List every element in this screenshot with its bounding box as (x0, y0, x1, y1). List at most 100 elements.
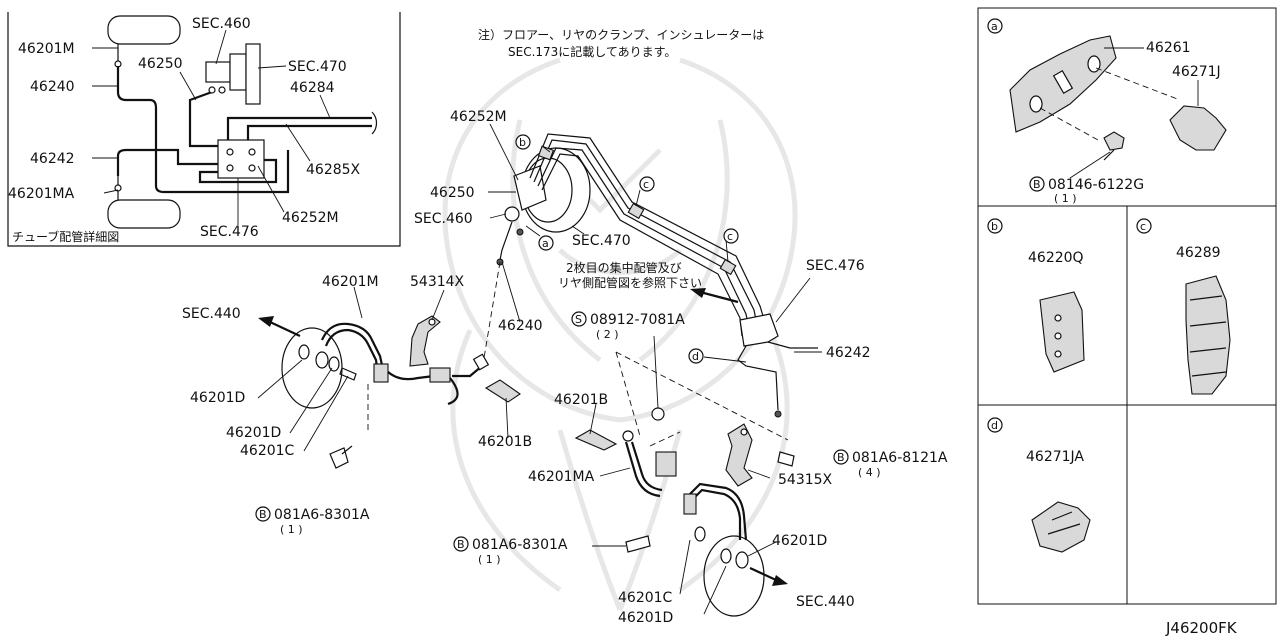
bolt-081A6-8121A (777, 451, 795, 467)
label-sec460: SEC.460 (414, 211, 473, 227)
note-line-1: 注）フロアー、リヤのクランプ、インシュレーターは (478, 27, 764, 42)
banjo-fitting-rear (735, 551, 749, 569)
marker-a-main (538, 235, 554, 251)
clip-46201B-b (574, 429, 618, 451)
inset-rear-wheel (107, 199, 181, 229)
grommet-46271J (1169, 105, 1227, 151)
label-46201M: 46201M (322, 274, 379, 290)
inset-label-46201M: 46201M (18, 41, 75, 57)
marker-c1-main (639, 176, 655, 192)
clamp-46289 (1185, 275, 1231, 395)
detail-panels: a 46261 46271J B 08146-6122G ( 1 ) b 462… (977, 7, 1277, 605)
detail-panel-b: b 46220Q (987, 218, 1085, 373)
inset-label-46284: 46284 (290, 80, 335, 96)
label-46201B-b: 46201B (554, 392, 608, 408)
svg-text:B: B (259, 508, 267, 521)
bolt-081A6-8301A-mid (625, 535, 651, 553)
marker-b-main (515, 134, 531, 150)
label-54315X: 54315X (778, 472, 833, 488)
label-sec440-right: SEC.440 (796, 594, 855, 610)
label-bolt-left: 081A6-8301A (274, 507, 370, 523)
svg-text:B: B (837, 451, 845, 464)
inset-label-sec470: SEC.470 (288, 59, 347, 75)
svg-text:a: a (542, 237, 549, 250)
label-46289: 46289 (1176, 245, 1221, 261)
inset-label-sec476: SEC.476 (200, 224, 259, 240)
label-46252M: 46252M (450, 109, 507, 125)
label-46220Q: 46220Q (1028, 250, 1084, 266)
label-08146-6122G: 08146-6122G (1048, 177, 1144, 193)
marker-d-main (688, 348, 704, 364)
inset-label-46242: 46242 (30, 151, 75, 167)
main-brake-assembly: 46252M 46250 SEC.460 SEC.470 SEC.476 462… (182, 109, 948, 626)
sec460-fitting (504, 206, 520, 222)
master-cylinder (513, 165, 547, 211)
label-46271J: 46271J (1172, 64, 1221, 80)
label-bolt-mid: 081A6-8301A (472, 537, 568, 553)
inset-label-46252M: 46252M (282, 210, 339, 226)
label-46271JA: 46271JA (1026, 449, 1084, 465)
label-sec476: SEC.476 (806, 258, 865, 274)
clip-46201B-a (484, 379, 521, 403)
label-46201B-a: 46201B (478, 434, 532, 450)
junction-block (739, 313, 779, 347)
inset-label-46250: 46250 (138, 56, 183, 72)
detail-panel-d: d 46271JA (987, 417, 1091, 553)
pipe-clip-b (537, 145, 555, 161)
label-46201MA: 46201MA (528, 469, 595, 485)
svg-text:b: b (519, 136, 526, 149)
label-sec470: SEC.470 (572, 233, 631, 249)
svg-text:a: a (991, 20, 998, 33)
svg-text:B: B (457, 538, 465, 551)
ref-note-line-2: リヤ側配管図を参照下さい (558, 275, 702, 290)
svg-text:d: d (991, 419, 998, 432)
pipe-clip-c1 (627, 202, 645, 220)
marker-B-right (833, 449, 849, 465)
label-46201C-a: 46201C (240, 443, 295, 459)
label-46201D-d: 46201D (772, 533, 827, 549)
svg-text:B: B (1033, 178, 1041, 191)
bracket-54314X (409, 315, 441, 367)
union-bolt-46201C (339, 367, 357, 381)
ref-note-line-1: 2枚目の集中配管及び (566, 260, 682, 275)
grommet-46271JA (1031, 501, 1091, 553)
front-hose-bracket-fitting (373, 363, 389, 383)
label-46261: 46261 (1146, 40, 1191, 56)
union-bolt-46201C-rear (694, 526, 706, 542)
rear-hose-joint (655, 451, 677, 477)
label-46201D-a: 46201D (190, 390, 245, 406)
inset-tube-detail: 46201M 46240 46242 46201MA SEC.460 46250… (7, 12, 401, 247)
svg-text:d: d (692, 350, 699, 363)
banjo-fitting-front (315, 351, 329, 369)
label-screw: 08912-7081A (590, 312, 685, 328)
svg-text:S: S (575, 313, 582, 326)
bracket-54315X (725, 423, 753, 487)
figure-code: J46200FK (1165, 619, 1238, 637)
washer-46201D-c (720, 548, 732, 564)
label-bolt-right-qty: ( 4 ) (858, 466, 881, 479)
label-46250: 46250 (430, 185, 475, 201)
washer-46201D-a (298, 344, 310, 360)
inset-label-46201MA: 46201MA (8, 186, 75, 202)
screw-08912-7081A (651, 407, 665, 421)
svg-text:c: c (643, 178, 649, 191)
label-54314X: 54314X (410, 274, 465, 290)
washer-46201D-b (328, 356, 340, 372)
inset-caption: チューブ配管詳細図 (12, 229, 119, 244)
label-46201D-b: 46201D (226, 425, 281, 441)
bolt-08146-6122G (1103, 131, 1125, 151)
svg-text:c: c (1140, 220, 1146, 233)
front-hose-joint (429, 367, 451, 383)
label-sec440-left: SEC.440 (182, 306, 241, 322)
pipe-clip-c2 (719, 258, 737, 276)
inset-label-sec460: SEC.460 (192, 16, 251, 32)
label-bolt-mid-qty: ( 1 ) (478, 553, 501, 566)
label-bolt-right: 081A6-8121A (852, 450, 948, 466)
label-46242: 46242 (826, 345, 871, 361)
rear-hose-fitting (683, 493, 697, 515)
marker-S-screw (571, 311, 587, 327)
marker-B-mid (453, 536, 469, 552)
marker-c2-main (723, 228, 739, 244)
background-watermark (442, 57, 798, 611)
inset-label-46285X: 46285X (306, 162, 361, 178)
